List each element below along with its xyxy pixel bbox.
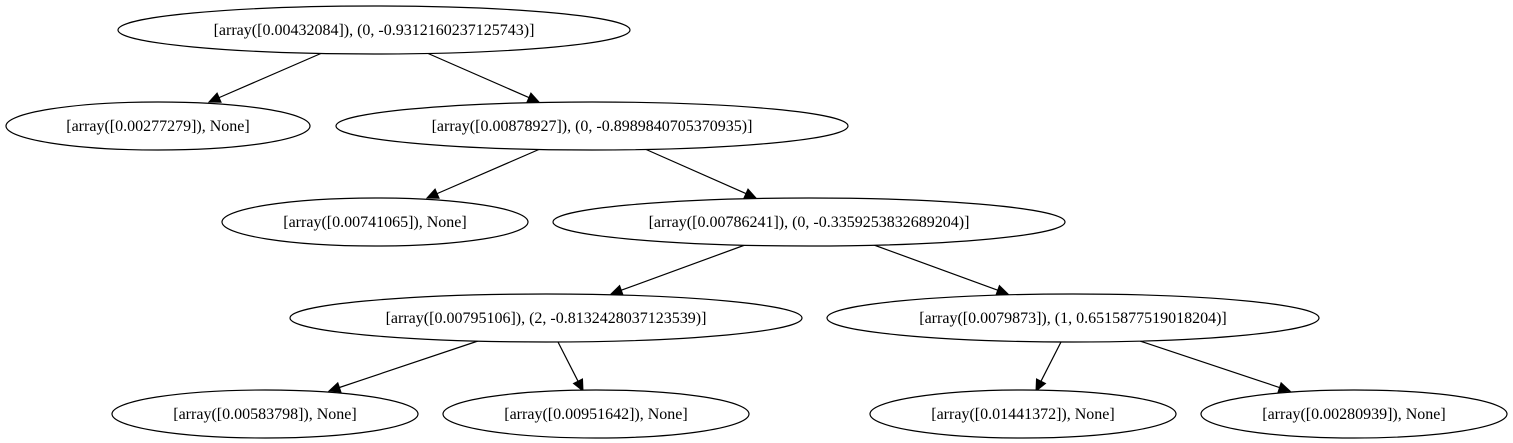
node-ellipse [5, 101, 311, 151]
tree-node-n2: [array([0.00878927]), (0, -0.89898407053… [335, 101, 849, 151]
arrowhead-icon [327, 381, 342, 393]
node-ellipse [335, 101, 849, 151]
node-ellipse [826, 293, 1320, 343]
node-ellipse [1200, 389, 1508, 439]
arrowhead-icon [572, 378, 584, 393]
node-ellipse [289, 293, 803, 343]
tree-node-n4: [array([0.00786241]), (0, -0.33592538326… [552, 197, 1066, 247]
arrowhead-icon [995, 284, 1010, 296]
node-label: [array([0.00795106]), (2, -0.81324280371… [386, 310, 707, 327]
edge-n0-n2 [426, 52, 530, 99]
node-ellipse [117, 5, 631, 55]
node-label: [array([0.00277279]), None] [66, 118, 249, 135]
node-label: [array([0.00583798]), None] [173, 406, 356, 423]
node-ellipse [221, 197, 529, 247]
tree-node-n8: [array([0.00951642]), None] [442, 389, 750, 439]
node-ellipse [869, 389, 1177, 439]
node-label: [array([0.00878927]), (0, -0.89898407053… [432, 118, 753, 135]
edge-n6-n10 [1139, 340, 1280, 389]
tree-node-n0: [array([0.00432084]), (0, -0.93121602371… [117, 5, 631, 55]
edge-n2-n3 [436, 148, 541, 195]
edge-n0-n1 [218, 52, 323, 99]
arrowhead-icon [207, 92, 222, 103]
arrowhead-icon [609, 284, 624, 296]
node-label: [array([0.00741065]), None] [283, 214, 466, 231]
node-label: [array([0.00786241]), (0, -0.33592538326… [649, 214, 970, 231]
node-label: [array([0.0079873]), (1, 0.6515877519018… [919, 310, 1226, 327]
tree-node-n5: [array([0.00795106]), (2, -0.81324280371… [289, 293, 803, 343]
arrowhead-icon [1035, 378, 1047, 393]
tree-edges [207, 52, 1292, 393]
edge-n5-n7 [339, 340, 479, 389]
tree-node-n10: [array([0.00280939]), None] [1200, 389, 1508, 439]
node-ellipse [442, 389, 750, 439]
node-label: [array([0.00280939]), None] [1262, 406, 1445, 423]
node-label: [array([0.01441372]), None] [931, 406, 1114, 423]
node-label: [array([0.00951642]), None] [504, 406, 687, 423]
edge-n6-n9 [1040, 341, 1062, 382]
tree-node-n1: [array([0.00277279]), None] [5, 101, 311, 151]
node-ellipse [552, 197, 1066, 247]
node-ellipse [111, 389, 419, 439]
arrowhead-icon [526, 92, 541, 103]
tree-nodes: [array([0.00432084]), (0, -0.93121602371… [5, 5, 1508, 439]
edge-n4-n6 [873, 244, 998, 291]
tree-node-n7: [array([0.00583798]), None] [111, 389, 419, 439]
arrowhead-icon [425, 188, 440, 199]
arrowhead-icon [1277, 381, 1292, 393]
node-label: [array([0.00432084]), (0, -0.93121602371… [214, 22, 535, 39]
edge-n2-n4 [644, 148, 747, 195]
tree-node-n3: [array([0.00741065]), None] [221, 197, 529, 247]
tree-node-n6: [array([0.0079873]), (1, 0.6515877519018… [826, 293, 1320, 343]
edge-n4-n5 [621, 244, 746, 291]
edge-n5-n8 [557, 341, 579, 382]
tree-node-n9: [array([0.01441372]), None] [869, 389, 1177, 439]
arrowhead-icon [743, 188, 758, 199]
